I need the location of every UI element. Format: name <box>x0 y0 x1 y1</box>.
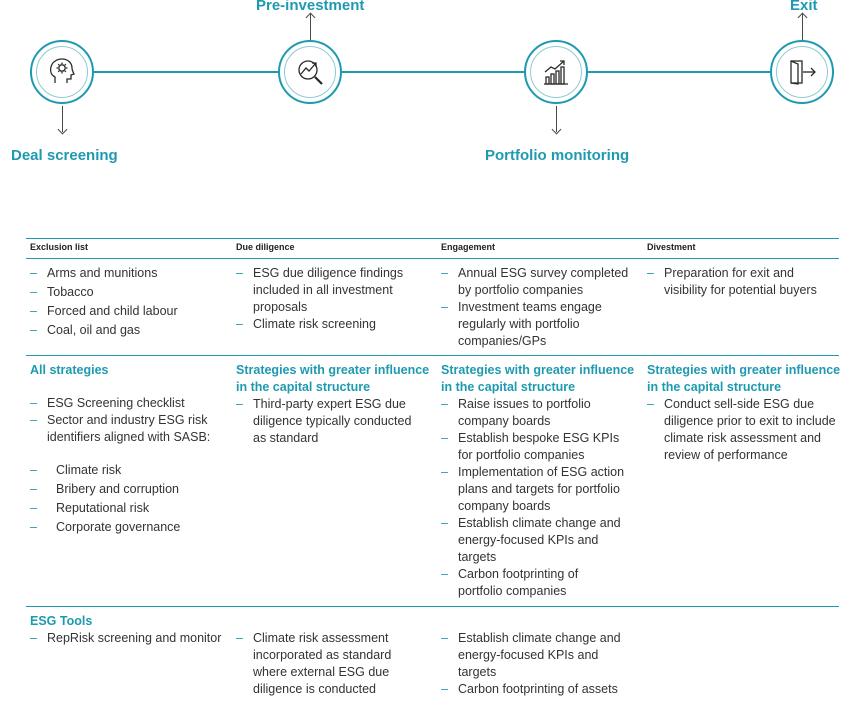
list-item: Establish climate change and energy-focu… <box>441 515 623 566</box>
section-title: ESG Tools <box>30 614 93 628</box>
list-item: Arms and munitions <box>30 265 225 282</box>
list-item: ESG Screening checklist <box>30 395 230 412</box>
connector <box>62 106 63 132</box>
list-item: Investment teams engage regularly with p… <box>441 299 636 350</box>
section-title: Strategies with greater influence in the… <box>441 363 635 394</box>
list-item: RepRisk screening and monitor <box>30 630 235 647</box>
timeline-line <box>588 71 771 73</box>
due-diligence-strategies-cell: Strategies with greater influence in the… <box>236 362 431 447</box>
connector <box>310 14 311 40</box>
list-item: Corporate governance <box>30 519 230 536</box>
portfolio-monitoring-label: Portfolio monitoring <box>485 147 630 164</box>
engagement-tools-cell: Establish climate change and energy-focu… <box>441 630 636 698</box>
timeline-line <box>94 71 279 73</box>
list-item: Carbon footprinting of assets <box>441 681 636 698</box>
table-rule <box>26 258 839 259</box>
list-item: Tobacco <box>30 284 225 301</box>
section-title: Strategies with greater influence in the… <box>647 363 841 394</box>
list-item: Establish bespoke ESG KPIs for portfolio… <box>441 430 633 464</box>
arrow-up-icon <box>305 12 316 23</box>
list-item: ESG due diligence findings included in a… <box>236 265 416 316</box>
list-item: Sector and industry ESG risk identifiers… <box>30 412 230 446</box>
table-rule <box>26 238 839 239</box>
list-item: Climate risk <box>30 462 230 479</box>
list-item: Implementation of ESG action plans and t… <box>441 464 638 515</box>
connector <box>802 14 803 40</box>
list-item: Carbon footprinting of portfolio compani… <box>441 566 618 600</box>
deal-screening-label: Deal screening <box>11 147 118 164</box>
portfolio-monitoring-stage <box>524 40 588 104</box>
list-item: Third-party expert ESG due diligence typ… <box>236 396 423 447</box>
arrow-down-icon <box>551 124 562 135</box>
pre-investment-label: Pre-investment <box>256 0 365 14</box>
due-diligence-tools-cell: Climate risk assessment incorporated as … <box>236 630 416 698</box>
bar-chart-growth-icon <box>544 60 568 85</box>
list-item: Reputational risk <box>30 500 230 517</box>
spacer <box>30 446 230 462</box>
spacer <box>30 379 230 395</box>
due-diligence-cell: ESG due diligence findings included in a… <box>236 265 416 333</box>
divestment-cell: Preparation for exit and visibility for … <box>647 265 837 299</box>
exit-stage <box>770 40 834 104</box>
list-item: Conduct sell-side ESG due diligence prio… <box>647 396 844 464</box>
list-item: Climate risk assessment incorporated as … <box>236 630 408 698</box>
all-strategies-cell: All strategies ESG Screening checklist S… <box>30 362 230 536</box>
column-header: Engagement <box>441 242 496 252</box>
deal-screening-stage <box>30 40 94 104</box>
arrow-up-icon <box>797 12 808 23</box>
pre-investment-stage <box>278 40 342 104</box>
list-item: Bribery and corruption <box>30 481 230 498</box>
divestment-strategies-cell: Strategies with greater influence in the… <box>647 362 842 464</box>
exit-label: Exit <box>790 0 818 14</box>
arrow-down-icon <box>57 124 68 135</box>
engagement-cell: Annual ESG survey completed by portfolio… <box>441 265 636 350</box>
column-header: Exclusion list <box>30 242 89 252</box>
list-item: Coal, oil and gas <box>30 322 225 339</box>
list-item: Annual ESG survey completed by portfolio… <box>441 265 636 299</box>
engagement-strategies-cell: Strategies with greater influence in the… <box>441 362 636 600</box>
list-item: Preparation for exit and visibility for … <box>647 265 837 299</box>
timeline-line <box>342 71 524 73</box>
exclusion-list-cell: Arms and munitions Tobacco Forced and ch… <box>30 265 225 339</box>
column-header: Divestment <box>647 242 696 252</box>
list-item: Climate risk screening <box>236 316 416 333</box>
section-title: All strategies <box>30 363 109 377</box>
table-rule <box>26 606 839 607</box>
magnifier-chart-icon <box>298 60 323 85</box>
brain-gear-icon <box>49 58 75 83</box>
esg-tools-cell: ESG Tools RepRisk screening and monitor <box>30 613 235 647</box>
list-item: Forced and child labour <box>30 303 225 320</box>
connector <box>556 106 557 132</box>
list-item: Establish climate change and energy-focu… <box>441 630 623 681</box>
list-item: Raise issues to portfolio company boards <box>441 396 618 430</box>
table-rule <box>26 355 839 356</box>
section-title: Strategies with greater influence in the… <box>236 363 430 394</box>
column-header: Due diligence <box>236 242 295 252</box>
exit-door-icon <box>790 60 816 85</box>
